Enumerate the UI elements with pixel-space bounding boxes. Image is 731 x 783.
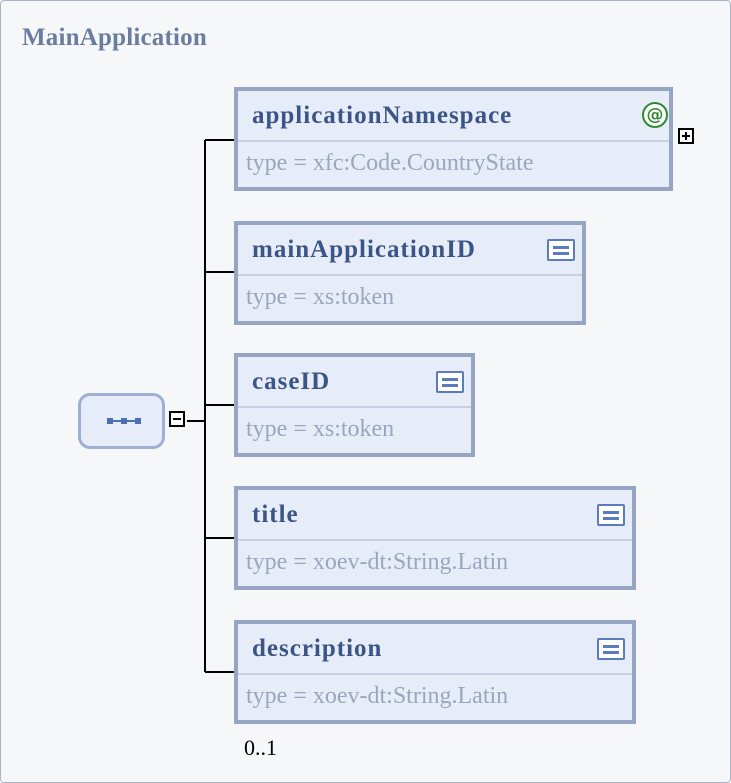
element-name: applicationNamespace	[252, 101, 513, 129]
sequence-node-icon	[107, 418, 113, 424]
sequence-node-icon	[135, 418, 141, 424]
documentation-icon	[436, 371, 464, 393]
element-box-caseID[interactable]: caseID type = xs:token	[234, 353, 475, 457]
element-type: type = xoev-dt:String.Latin	[246, 682, 509, 709]
documentation-icon	[547, 239, 575, 261]
element-name: description	[252, 634, 383, 662]
documentation-icon	[597, 504, 625, 526]
occurrence-label: 0..1	[244, 735, 277, 760]
element-type: type = xoev-dt:String.Latin	[246, 548, 509, 575]
diagram-title: MainApplication	[22, 24, 207, 51]
sequence-node-icon	[121, 418, 127, 424]
element-box-description[interactable]: description type = xoev-dt:String.Latin	[234, 620, 636, 724]
element-box-applicationNamespace[interactable]: applicationNamespace @ type = xfc:Code.C…	[234, 87, 673, 191]
attribute-icon: @	[642, 102, 668, 128]
documentation-icon	[597, 638, 625, 660]
element-name: title	[252, 500, 299, 528]
element-name: mainApplicationID	[252, 235, 476, 263]
element-type: type = xs:token	[246, 415, 395, 442]
collapse-toggle[interactable]	[169, 411, 185, 427]
element-box-mainApplicationID[interactable]: mainApplicationID type = xs:token	[234, 221, 586, 325]
element-type: type = xfc:Code.CountryState	[246, 149, 534, 176]
sequence-link	[113, 420, 121, 422]
element-type: type = xs:token	[246, 283, 395, 310]
element-name: caseID	[252, 367, 331, 395]
expand-toggle[interactable]	[678, 128, 694, 144]
sequence-link	[127, 420, 135, 422]
element-box-title[interactable]: title type = xoev-dt:String.Latin	[234, 486, 636, 590]
sequence-compositor[interactable]	[78, 393, 165, 449]
